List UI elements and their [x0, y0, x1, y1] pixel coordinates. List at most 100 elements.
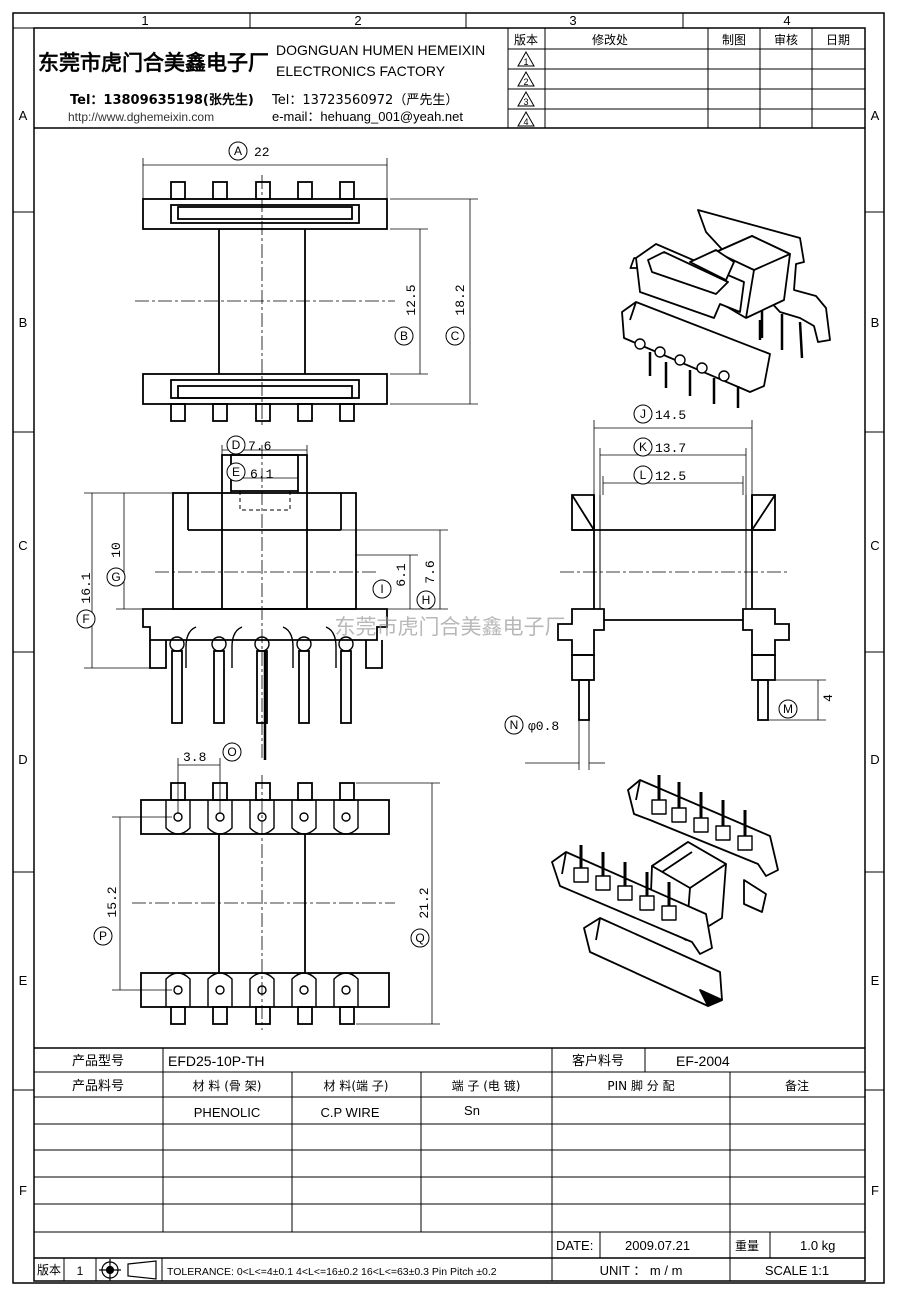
company-website-link[interactable]: http://www.dghemeixin.com	[68, 110, 214, 124]
revision-row-1: 1	[523, 57, 528, 67]
revision-header-drawn: 制图	[722, 33, 746, 47]
dimension-g: 10 G	[106, 542, 126, 587]
company-email-link[interactable]: e-mail：hehuang_001@yeah.net	[272, 109, 463, 124]
dim-k-letter: K	[639, 440, 647, 454]
bottom-view	[140, 782, 390, 1025]
revision-row-2: 2	[523, 77, 528, 87]
weight-label: 重量	[735, 1239, 759, 1253]
column-ruler-top	[13, 13, 684, 29]
dim-q-letter: Q	[415, 931, 424, 945]
column-label-3: 3	[569, 13, 576, 28]
dim-l-letter: L	[640, 468, 647, 482]
column-label-2: 2	[354, 13, 361, 28]
outer-border	[12, 12, 885, 1284]
dim-e-letter: E	[232, 465, 240, 479]
row-label-e-left: E	[19, 973, 28, 988]
company-header: 东莞市虎门合美鑫电子厂 DOGNGUAN HUMEN HEMEIXIN ELEC…	[38, 42, 485, 124]
company-name-cn: 东莞市虎门合美鑫电子厂	[38, 51, 269, 75]
dim-n-value: φ0.8	[528, 719, 559, 734]
pin-assignment-header: PIN 脚 分 配	[607, 1078, 674, 1093]
dim-a-letter: A	[234, 144, 242, 158]
row-label-e-right: E	[871, 973, 880, 988]
company-tel-2: Tel：13723560972（严先生）	[271, 93, 458, 108]
top-view-dimension-lines	[142, 158, 478, 405]
dim-g-value: 10	[109, 542, 124, 558]
isometric-view-bottom	[551, 775, 779, 1007]
row-label-a-left: A	[19, 108, 28, 123]
dim-l-value: 12.5	[655, 469, 686, 484]
dimension-h: 7.6 H	[416, 560, 438, 610]
bottom-view-centerlines	[132, 775, 395, 1030]
dimension-m: M 4	[778, 694, 836, 719]
front-view	[142, 454, 388, 724]
dim-i-letter: I	[380, 582, 383, 596]
part-number-label: 产品料号	[72, 1079, 124, 1094]
dim-o-letter: O	[227, 745, 236, 759]
dim-g-letter: G	[111, 570, 120, 584]
revision-header-change: 修改处	[592, 32, 628, 47]
dim-m-value: 4	[821, 694, 836, 702]
dimension-q: 21.2 Q	[410, 887, 432, 948]
weight-value: 1.0 kg	[800, 1238, 835, 1253]
dim-c-letter: C	[451, 329, 460, 343]
dim-p-value: 15.2	[105, 886, 120, 917]
row-label-f-right: F	[871, 1183, 879, 1198]
dimension-k: K 13.7	[633, 437, 686, 457]
unit-label: UNIT ： m / m	[600, 1263, 683, 1278]
dim-h-value: 7.6	[423, 560, 438, 583]
title-block-grid	[34, 1047, 865, 1281]
terminal-plating-value: Sn	[464, 1103, 480, 1118]
revision-triangle-icons	[517, 50, 535, 127]
row-ruler-sides	[13, 211, 884, 1091]
row-label-a-right: A	[871, 108, 880, 123]
bottom-view-dimension-lines	[112, 758, 440, 1025]
dim-p-letter: P	[99, 929, 107, 943]
date-label: DATE:	[556, 1238, 593, 1253]
revision-header-date: 日期	[826, 33, 850, 47]
customer-part-label: 客户料号	[572, 1053, 624, 1069]
dimension-p: 15.2 P	[93, 886, 120, 946]
date-value: 2009.07.21	[625, 1238, 690, 1253]
terminal-material-value: C.P WIRE	[321, 1105, 380, 1120]
isometric-view-top	[621, 209, 831, 408]
dimension-a: A 22	[228, 141, 270, 161]
dim-q-value: 21.2	[417, 887, 432, 918]
dim-d-value: 7.6	[248, 439, 271, 454]
dim-e-value: 6.1	[250, 467, 274, 482]
dim-n-letter: N	[510, 718, 519, 732]
dim-f-value: 16.1	[79, 572, 94, 603]
terminal-plating-header: 端 子 (电 镀)	[452, 1079, 521, 1093]
top-view-centerlines	[135, 175, 395, 425]
company-name-en-line1: DOGNGUAN HUMEN HEMEIXIN	[276, 42, 485, 58]
row-label-f-left: F	[19, 1183, 27, 1198]
dim-c-value: 18.2	[453, 284, 468, 315]
dimension-f: 16.1 F	[76, 572, 96, 629]
dim-j-value: 14.5	[655, 408, 686, 423]
dim-a-value: 22	[254, 145, 270, 160]
revision-row-3: 3	[523, 97, 528, 107]
dimension-i: I 6.1	[372, 563, 409, 599]
dim-f-letter: F	[82, 612, 89, 626]
scale-label: SCALE 1:1	[765, 1263, 829, 1278]
dim-i-value: 6.1	[394, 563, 409, 587]
dim-h-letter: H	[422, 593, 431, 607]
row-label-c-left: C	[18, 538, 27, 553]
side-view	[557, 494, 790, 721]
customer-part-value: EF-2004	[676, 1053, 730, 1069]
model-value: EFD25-10P-TH	[168, 1053, 264, 1069]
revision-header-version: 版本	[514, 33, 538, 47]
dim-o-value: 3.8	[183, 750, 206, 765]
top-view	[142, 181, 388, 422]
row-label-c-right: C	[870, 538, 879, 553]
version-value: 1	[77, 1264, 84, 1278]
tolerance-note: TOLERANCE: 0<L<=4±0.1 4<L<=16±0.2 16<L<=…	[167, 1266, 497, 1278]
dim-m-letter: M	[783, 702, 793, 716]
dimension-l: L 12.5	[633, 465, 686, 485]
front-view-centerlines	[155, 445, 378, 760]
notes-header: 备注	[785, 1078, 809, 1093]
dim-d-letter: D	[232, 438, 241, 452]
column-label-4: 4	[783, 13, 790, 28]
bobbin-material-value: PHENOLIC	[194, 1105, 260, 1120]
model-label: 产品型号	[72, 1054, 124, 1069]
